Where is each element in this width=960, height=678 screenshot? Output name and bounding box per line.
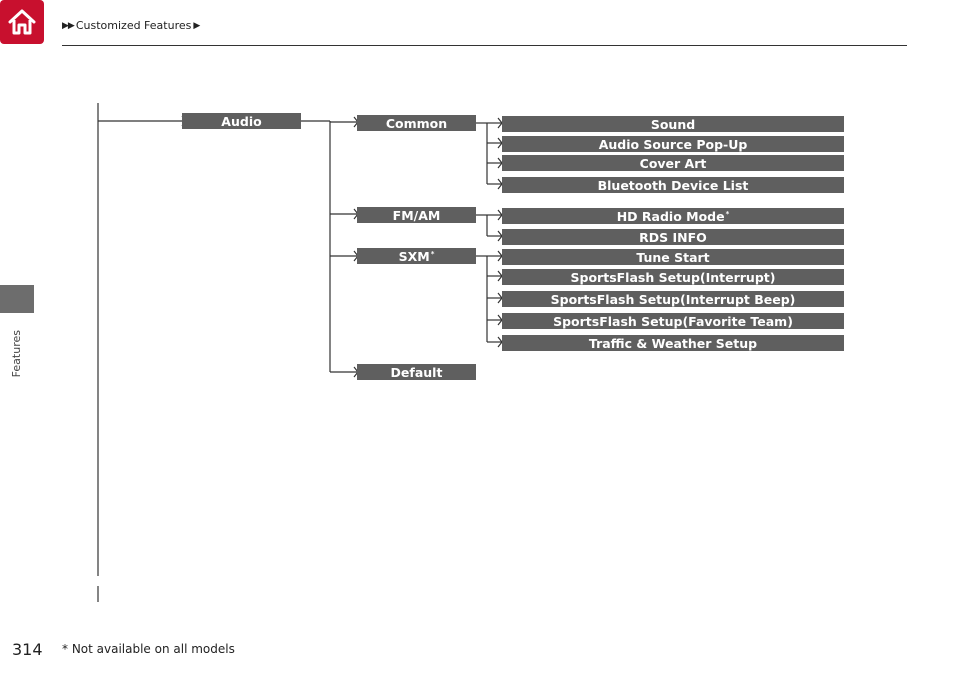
menu-cover-art[interactable]: Cover Art: [502, 155, 844, 171]
breadcrumb-link-customized-features[interactable]: Customized Features: [75, 19, 192, 32]
breadcrumb: ▶▶ Customized Features ▶: [62, 19, 200, 32]
menu-tune-start[interactable]: Tune Start: [502, 249, 844, 265]
page-number: 314: [12, 640, 43, 659]
footnote: * Not available on all models: [62, 642, 235, 656]
menu-default[interactable]: Default: [357, 364, 476, 380]
asterisk-mark: *: [725, 210, 730, 218]
home-button[interactable]: [0, 0, 44, 44]
asterisk-mark: *: [430, 250, 435, 258]
menu-sportsflash-interrupt-beep[interactable]: SportsFlash Setup(Interrupt Beep): [502, 291, 844, 307]
home-icon: [8, 9, 36, 35]
menu-common[interactable]: Common: [357, 115, 476, 131]
menu-bluetooth-device-list[interactable]: Bluetooth Device List: [502, 177, 844, 193]
breadcrumb-arrow-icon: ▶: [193, 20, 200, 31]
menu-hd-radio-mode[interactable]: HD Radio Mode*: [502, 208, 844, 224]
menu-audio[interactable]: Audio: [182, 113, 301, 129]
header-rule: [62, 45, 907, 46]
section-tab: [0, 285, 34, 313]
menu-sxm-label: SXM: [398, 248, 430, 264]
menu-sportsflash-interrupt[interactable]: SportsFlash Setup(Interrupt): [502, 269, 844, 285]
menu-sound[interactable]: Sound: [502, 116, 844, 132]
menu-audio-source-popup[interactable]: Audio Source Pop-Up: [502, 136, 844, 152]
menu-fm-am[interactable]: FM/AM: [357, 207, 476, 223]
menu-rds-info[interactable]: RDS INFO: [502, 229, 844, 245]
menu-sxm[interactable]: SXM*: [357, 248, 476, 264]
menu-hd-radio-mode-label: HD Radio Mode: [616, 208, 725, 224]
menu-sportsflash-favorite-team[interactable]: SportsFlash Setup(Favorite Team): [502, 313, 844, 329]
breadcrumb-arrow-icon: ▶▶: [62, 20, 75, 31]
menu-traffic-weather-setup[interactable]: Traffic & Weather Setup: [502, 335, 844, 351]
